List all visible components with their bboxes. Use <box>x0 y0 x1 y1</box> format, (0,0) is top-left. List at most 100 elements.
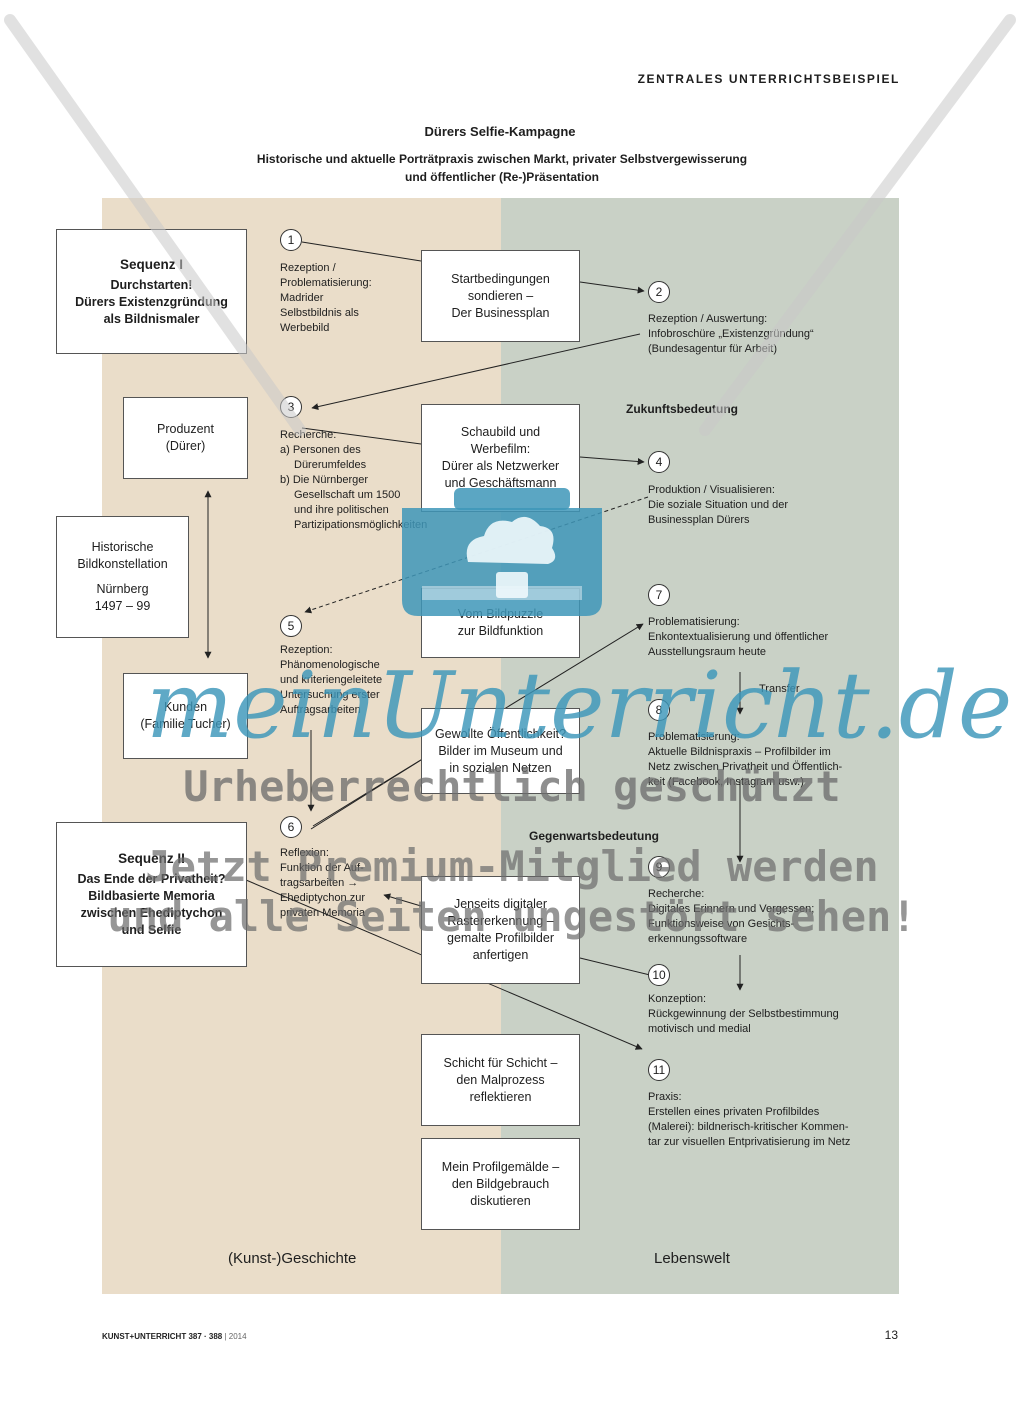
box-line: den Malprozess <box>456 1072 545 1087</box>
note-line: keit (Facebook, Instagram usw.) <box>648 776 804 788</box>
watermark-line: Urheberrechtlich geschützt <box>183 762 841 811</box>
box-line: (Familie Tucher) <box>140 717 231 731</box>
note-line: b) Die Nürnberger Gesellschaft um 1500 u… <box>280 474 428 531</box>
note-line: Businessplan Dürers <box>648 514 750 526</box>
center-box-business-plan: Startbedingungen sondieren – Der Busines… <box>421 250 580 342</box>
present-label: Gegenwartsbedeutung <box>529 829 660 843</box>
producer-box: Produzent (Dürer) <box>123 397 248 479</box>
box-line: Bildkonstellation <box>77 557 168 571</box>
zone-label-history: (Kunst-)Geschichte <box>228 1250 357 1267</box>
sequence-1-box: Sequenz I Durchstarten! Dürers Existenzg… <box>56 229 247 354</box>
box-line: Startbedingungen <box>451 271 550 286</box>
box-line: gemalte Profilbilder <box>447 931 554 945</box>
box-line: Historische <box>91 540 154 554</box>
box-line: Rastererkennung – <box>447 914 554 928</box>
line-6-to-box4 <box>310 759 422 830</box>
note-line: Infobroschüre „Existenzgründung“ <box>648 328 814 340</box>
step-number: 3 <box>280 396 302 418</box>
arrow-box5-to-6 <box>383 893 422 907</box>
step-number: 10 <box>648 964 670 986</box>
step-6-note: Reflexion: Funktion der Auf- tragsarbeit… <box>280 846 390 921</box>
note-line: und kriteriengeleitete <box>280 674 383 686</box>
box-line: den Bildgebrauch <box>451 1176 550 1191</box>
journal-name: KUNST+UNTERRICHT 387 · 388 <box>102 1332 223 1341</box>
box-line: 1497 – 99 <box>94 599 151 613</box>
line-3-to-box2 <box>301 427 422 445</box>
note-line: Ehediptychon zur <box>280 892 365 904</box>
center-box-image-puzzle: Vom Bildpuzzle zur Bildfunktion <box>421 588 580 658</box>
step-number: 5 <box>280 615 302 637</box>
step-number: 11 <box>648 1059 670 1081</box>
step-9-note: Recherche: Digitales Erinnern und Verges… <box>648 887 888 947</box>
box-line: Jenseits digitaler <box>453 897 548 911</box>
note-line: Rezeption / Auswertung: <box>648 313 768 325</box>
note-line: Reflexion: <box>280 847 329 859</box>
arrow-box2-to-4 <box>579 456 645 465</box>
note-line: motivisch und medial <box>648 1023 751 1035</box>
watermark-line: Jetzt Premium-Mitglied werden <box>145 842 879 891</box>
note-line: Rezeption: <box>280 644 333 656</box>
note-line: Produktion / Visualisieren: <box>648 484 775 496</box>
zone-label-lifeworld: Lebenswelt <box>654 1250 730 1267</box>
step-10-note: Konzeption: Rückgewinnung der Selbstbest… <box>648 992 888 1037</box>
box-line: Werbefilm: <box>470 442 531 456</box>
note-line: tragsarbeiten → <box>280 877 359 889</box>
box-line: Kunden <box>163 700 208 714</box>
customers-box: Kunden (Familie Tucher) <box>123 673 248 759</box>
watermark-line: und alle Seiten ungestört sehen! <box>107 892 917 941</box>
note-line: Die soziale Situation und der <box>648 499 789 511</box>
note-line: a) Personen des Dürerumfeldes <box>280 444 367 471</box>
journal-year: | 2014 <box>224 1332 247 1341</box>
step-number: 8 <box>648 699 670 721</box>
watermark-notice: Jetzt Premium-Mitglied werden und alle S… <box>0 842 1024 942</box>
step-number: 7 <box>648 584 670 606</box>
step-5-note: Rezeption: Phänomenologische und kriteri… <box>280 643 410 718</box>
sequence-line: Das Ende der Privatheit? <box>77 872 226 886</box>
note-line: Funktionsweise von Gesichts- <box>648 918 795 930</box>
box-line: Schaubild und <box>460 425 541 439</box>
sequence-line: Dürers Existenzgründung <box>75 294 228 309</box>
sequence-2-box: Sequenz II Das Ende der Privatheit? Bild… <box>56 822 247 967</box>
step-4-note: Produktion / Visualisieren: Die soziale … <box>648 483 878 528</box>
step-8-note: Problematisierung: Aktuelle Bildnispraxi… <box>648 730 888 790</box>
step-3-note: Recherche: a) Personen des Dürerumfeldes… <box>280 428 428 533</box>
box-line: Bilder im Museum und <box>438 743 563 758</box>
step-1-note: Rezeption / Problematisierung: Madrider … <box>280 261 410 336</box>
step-number: 1 <box>280 229 302 251</box>
box-line: Dürer als Netzwerker <box>441 459 560 473</box>
watermark-logo: meinUnterricht.de <box>146 652 1013 759</box>
note-line: privaten Memoria <box>280 907 365 919</box>
footer-journal: KUNST+UNTERRICHT 387 · 388 | 2014 <box>102 1332 247 1341</box>
note-line: Werbebild <box>280 322 330 334</box>
box-line: in sozialen Netzen <box>449 760 552 775</box>
note-line: Netz zwischen Privatheit und Öffentlich- <box>648 761 843 773</box>
box-line: anfertigen <box>472 948 529 962</box>
future-label: Zukunftsbedeutung <box>626 402 738 416</box>
note-line: Phänomenologische <box>280 659 380 671</box>
line-1-to-box1 <box>301 241 422 262</box>
center-box-networker: Schaubild und Werbefilm: Dürer als Netzw… <box>421 404 580 512</box>
box-line: zur Bildfunktion <box>457 624 544 638</box>
page-title: Dürers Selfie-Kampagne <box>424 124 576 139</box>
note-line: Auftragsarbeiten <box>280 704 361 716</box>
center-box-profile-pictures: Jenseits digitaler Rastererkennung – gem… <box>421 876 580 984</box>
arrow-2-to-3 <box>311 333 641 411</box>
note-line: Enkontextualisierung und öffentlicher <box>648 631 829 643</box>
arrow-4-to-5 <box>304 496 649 614</box>
step-number: 4 <box>648 451 670 473</box>
step-7-note: Problematisierung: Enkontextualisierung … <box>648 615 888 660</box>
box-line: diskutieren <box>470 1193 531 1208</box>
note-line: Untersuchung erster <box>280 689 380 701</box>
step-2-note: Rezeption / Auswertung: Infobroschüre „E… <box>648 312 878 357</box>
note-line: (Malerei): bildnerisch-kritischer Kommen… <box>648 1121 849 1133</box>
note-line: (Bundesagentur für Arbeit) <box>648 343 778 355</box>
note-line: Madrider <box>280 292 324 304</box>
sequence-title: Sequenz II <box>118 851 185 866</box>
note-line: Recherche: <box>648 888 705 900</box>
note-line: Recherche: <box>280 429 337 441</box>
subtitle-line: und öffentlicher (Re-)Präsentation <box>404 170 599 184</box>
box-line: Der Businessplan <box>451 305 550 320</box>
sequence-line: zwischen Ehediptychon <box>80 906 223 920</box>
step-11-note: Praxis: Erstellen eines privaten Profilb… <box>648 1090 893 1150</box>
